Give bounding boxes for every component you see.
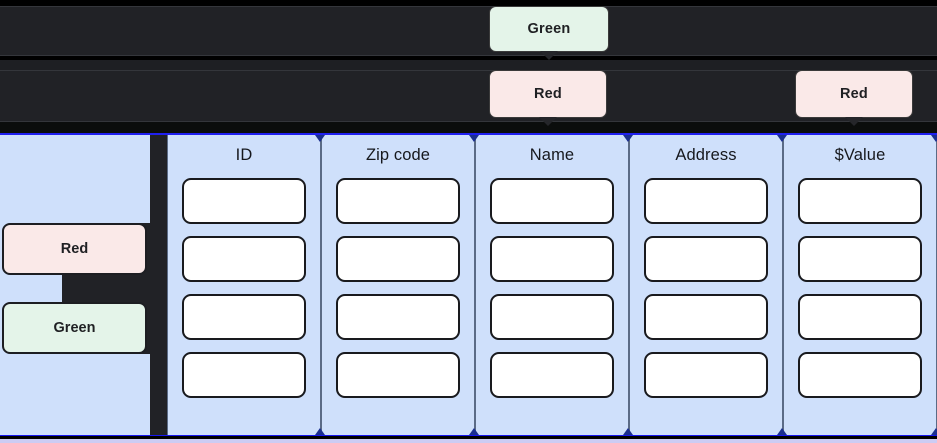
table-cell-input[interactable] — [336, 352, 460, 398]
table-cell-input[interactable] — [182, 294, 306, 340]
table-cell-input[interactable] — [644, 178, 768, 224]
data-table: ID Zip code Name — [167, 135, 937, 435]
annotation-chip-green-sidebar[interactable]: Green — [2, 302, 147, 354]
annotation-chip-label: Red — [60, 241, 89, 257]
table-cell-input[interactable] — [336, 178, 460, 224]
column-pointer-icon — [777, 428, 787, 435]
table-column-zip-code: Zip code — [321, 135, 479, 435]
bottom-accent-strip — [0, 439, 937, 443]
annotation-band-middle — [0, 60, 937, 70]
annotation-chip-label: Red — [840, 86, 868, 102]
annotation-chip-label: Green — [527, 21, 571, 37]
column-pointer-icon — [777, 135, 787, 142]
table-cell-input[interactable] — [490, 352, 614, 398]
annotation-chip-label: Green — [53, 320, 96, 336]
table-cell-input[interactable] — [644, 236, 768, 282]
annotation-band-row — [0, 70, 937, 122]
annotation-chip-label: Red — [534, 86, 562, 102]
column-pointer-icon — [623, 428, 633, 435]
column-header: Name — [529, 146, 575, 164]
column-pointer-icon — [623, 135, 633, 142]
annotation-band-top — [0, 6, 937, 56]
annotation-chip-green-top[interactable]: Green — [489, 6, 609, 60]
column-pointer-icon — [469, 428, 479, 435]
table-cell-input[interactable] — [182, 178, 306, 224]
column-pointer-icon — [315, 428, 325, 435]
chip-pointer-icon — [845, 117, 863, 126]
annotation-chip-red-sidebar[interactable]: Red — [2, 223, 147, 275]
column-pointer-icon — [469, 135, 479, 142]
side-notch — [62, 275, 150, 302]
main-panel: Red Green ID Zip code — [0, 133, 937, 436]
table-column-value: $Value — [783, 135, 937, 435]
annotation-chip-red-center[interactable]: Red — [489, 70, 607, 126]
column-header: Address — [675, 146, 737, 164]
table-column-name: Name — [475, 135, 633, 435]
table-cell-input[interactable] — [182, 352, 306, 398]
table-column-id: ID — [167, 135, 325, 435]
panel-divider-gap — [150, 135, 167, 435]
table-cell-input[interactable] — [336, 236, 460, 282]
column-pointer-icon — [931, 428, 937, 435]
table-cell-input[interactable] — [490, 236, 614, 282]
chip-pointer-icon — [539, 117, 557, 126]
table-cell-input[interactable] — [490, 178, 614, 224]
table-cell-input[interactable] — [798, 178, 922, 224]
table-cell-input[interactable] — [644, 352, 768, 398]
table-cell-input[interactable] — [644, 294, 768, 340]
column-header: Zip code — [365, 146, 431, 164]
column-pointer-icon — [931, 135, 937, 142]
table-cell-input[interactable] — [798, 236, 922, 282]
column-header: $Value — [834, 146, 886, 164]
column-pointer-icon — [315, 135, 325, 142]
table-cell-input[interactable] — [798, 352, 922, 398]
annotation-band-footer — [0, 122, 937, 133]
annotation-chip-red-right[interactable]: Red — [795, 70, 913, 126]
left-info-panel: Red Green — [0, 135, 150, 435]
table-cell-input[interactable] — [798, 294, 922, 340]
table-cell-input[interactable] — [182, 236, 306, 282]
table-cell-input[interactable] — [336, 294, 460, 340]
table-cell-input[interactable] — [490, 294, 614, 340]
column-header: ID — [235, 146, 253, 164]
chip-pointer-icon — [540, 51, 558, 60]
table-column-address: Address — [629, 135, 787, 435]
